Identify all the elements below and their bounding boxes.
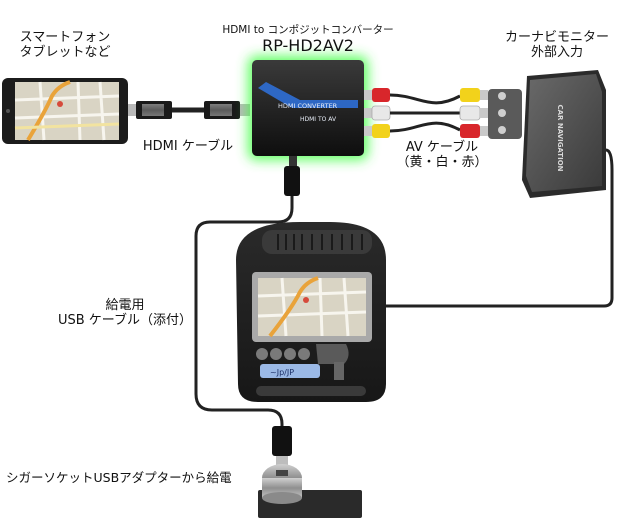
- car-nav-text: CAR NAVIGATION: [556, 104, 564, 171]
- converter-subtitle: HDMI to コンポジットコンバーター: [222, 24, 394, 36]
- converter-face-text-1: HDMI CONVERTER: [278, 102, 338, 110]
- car-navigation-unit-icon: CAR NAVIGATION: [522, 70, 606, 198]
- usb-cable: [194, 166, 300, 428]
- av-cable-wires: [389, 93, 461, 133]
- cigar-socket-adapter-icon: [258, 464, 362, 518]
- phone-map-screen: [14, 80, 120, 142]
- av-cable-label-line1: AV ケーブル: [405, 140, 479, 155]
- usb-cable-label-line2: USB ケーブル（添付）: [57, 313, 193, 328]
- car-monitor-label-line1: カーナビモニター: [504, 30, 609, 45]
- car-monitor-label-line2: 外部入力: [530, 45, 583, 60]
- converter-model: RP-HD2AV2: [262, 36, 354, 55]
- cigar-adapter-label: シガーソケットUSBアダプターから給電: [6, 470, 232, 485]
- car-dashboard-icon: ~Jp/JP: [236, 222, 386, 402]
- smartphone-label-line1: スマートフォン: [19, 30, 111, 45]
- rca-plugs-converter-side: [364, 88, 391, 138]
- hdmi-cable-icon: [128, 101, 250, 119]
- dashboard-display-text: ~Jp/JP: [270, 368, 294, 377]
- dashboard-map-screen: [257, 276, 367, 338]
- rca-plugs-monitor-side: [459, 88, 522, 139]
- smartphone-label-line2: タブレットなど: [19, 45, 111, 60]
- usb-plug-icon: [272, 426, 292, 470]
- smartphone-icon: [2, 78, 128, 144]
- av-cable-label-line2: （黄・白・赤）: [396, 155, 488, 170]
- converter-box-icon: HDMI CONVERTER HDMI TO AV: [248, 56, 368, 166]
- hdmi-cable-label: HDMI ケーブル: [142, 139, 234, 154]
- nav-to-dashboard-cable: [386, 148, 614, 308]
- converter-face-text-2: HDMI TO AV: [300, 116, 337, 123]
- usb-cable-label-line1: 給電用: [105, 298, 145, 313]
